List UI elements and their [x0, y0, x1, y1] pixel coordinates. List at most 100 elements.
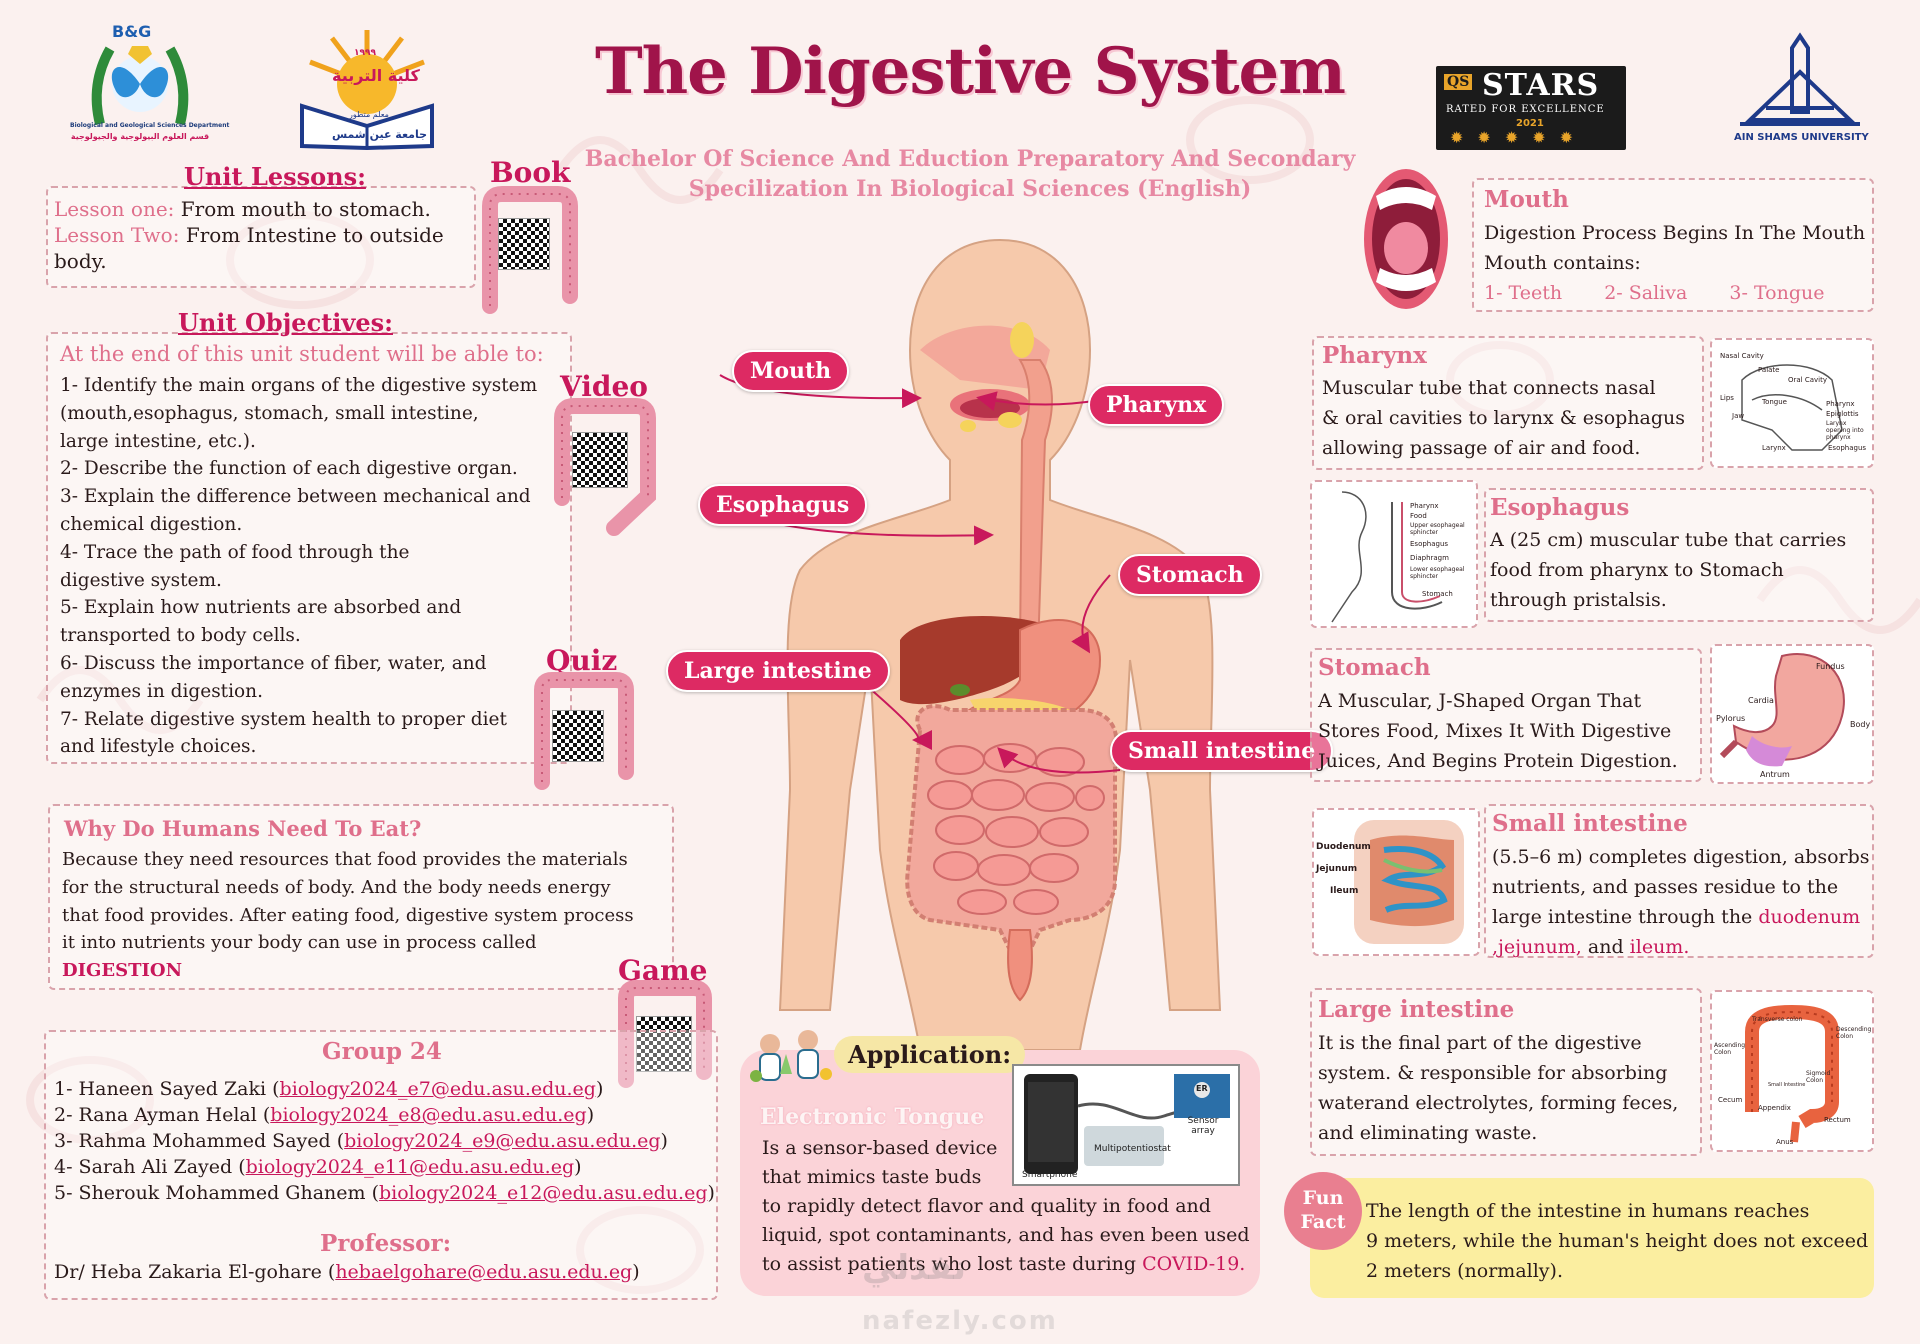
pill-pharynx[interactable]: Pharynx [1088, 384, 1225, 426]
group-heading: Group 24 [322, 1038, 442, 1065]
why-eat-line: it into nutrients your body can use in p… [62, 932, 537, 954]
intestine-frame-book-icon [482, 186, 578, 314]
small-intestine-and: and [1587, 936, 1624, 958]
lesson-list: Lesson one: From mouth to stomach. Lesso… [54, 196, 470, 274]
mouth-heading: Mouth [1484, 186, 1569, 213]
electronic-tongue-title: Electronic Tongue [760, 1104, 985, 1130]
qs-stars-badge: QS STARS RATED FOR EXCELLENCE 2021 ✹✹✹✹✹ [1436, 66, 1626, 150]
member-name: 2- Rana Ayman Helal ( [54, 1104, 271, 1126]
member-name: 4- Sarah Ali Zayed ( [54, 1156, 246, 1178]
ileum-keyword: ileum. [1629, 936, 1690, 958]
pill-mouth[interactable]: Mouth [732, 350, 850, 392]
fun-fact-badge-line-1: Fun [1302, 1187, 1344, 1209]
pharynx-text: Muscular tube that connects nasal & oral… [1322, 373, 1685, 463]
large-intestine-diag-label: Ascending Colon [1714, 1042, 1746, 1056]
scientists-icon [750, 1030, 832, 1082]
video-qr-label: Video [560, 370, 648, 403]
fun-fact-line: 9 meters, while the human's height does … [1366, 1230, 1869, 1252]
professor-name: Dr/ Heba Zakaria El-gohare ( [54, 1261, 336, 1283]
pill-small-intestine[interactable]: Small intestine [1110, 730, 1334, 772]
small-intestine-heading: Small intestine [1492, 810, 1688, 837]
professor-row: Dr/ Heba Zakaria El-gohare (hebaelgohare… [54, 1258, 640, 1286]
member-email-link[interactable]: biology2024_e11@edu.asu.edu.eg [245, 1156, 575, 1178]
mouth-item-teeth: 1- Teeth [1484, 282, 1563, 304]
large-intestine-card [1310, 988, 1702, 1156]
member-email-link[interactable]: biology2024_e7@edu.asu.edu.eg [279, 1078, 596, 1100]
intestine-frame-video-icon [554, 398, 656, 536]
pill-large-intestine[interactable]: Large intestine [666, 650, 890, 692]
stomach-diag-label: Body [1850, 720, 1871, 729]
pharynx-diag-label: Nasal Cavity [1720, 352, 1764, 360]
mouth-item-saliva: 2- Saliva [1604, 282, 1688, 304]
qs-label: QS [1444, 74, 1473, 90]
application-heading: Application: [834, 1036, 1026, 1073]
application-line: to rapidly detect flavor and quality in … [762, 1195, 1211, 1217]
why-eat-card [48, 804, 674, 990]
objective-line: (mouth,esophagus, stomach, small intesti… [60, 402, 479, 424]
why-eat-line: that food provides. After eating food, d… [62, 904, 634, 926]
mouth-illustration [1364, 169, 1448, 309]
video-qr-code[interactable] [572, 432, 628, 488]
qs-stars-row: ✹✹✹✹✹ [1450, 128, 1588, 147]
small-intestine-diag-label: Jejunum [1316, 864, 1358, 874]
pharynx-diag-label: Pharynx [1826, 400, 1855, 408]
lesson-2: Lesson Two: From Intestine to outside bo… [54, 222, 470, 274]
large-intestine-diag-label: Small Intestine [1768, 1082, 1806, 1088]
book-qr-code[interactable] [498, 218, 550, 270]
large-intestine-line: It is the final part of the digestive [1318, 1032, 1642, 1054]
mouth-line-1: Digestion Process Begins In The Mouth [1484, 222, 1866, 244]
fun-fact-line: The length of the intestine in humans re… [1366, 1200, 1810, 1222]
member-close: ) [586, 1104, 595, 1126]
small-intestine-diag-label: Duodenum [1316, 842, 1371, 852]
pharynx-diag-label: Epiglottis [1826, 410, 1859, 418]
member-row: 2- Rana Ayman Helal (biology2024_e8@edu.… [54, 1102, 715, 1128]
member-email-link[interactable]: biology2024_e8@edu.asu.edu.eg [270, 1104, 587, 1126]
stomach-diag-label: Cardia [1748, 696, 1774, 705]
pharynx-diag-label: Jaw [1732, 412, 1745, 420]
large-intestine-diag-label: Sigmoid Colon [1806, 1070, 1831, 1084]
quiz-qr-label: Quiz [546, 644, 618, 677]
esophagus-diag-label: Diaphragm [1410, 554, 1449, 562]
pill-esophagus[interactable]: Esophagus [698, 484, 868, 526]
watermark-ar: نفذلي [862, 1248, 967, 1288]
mouth-text: Digestion Process Begins In The Mouth Mo… [1484, 218, 1865, 308]
lesson-1-label: Lesson one: [54, 197, 175, 221]
member-close: ) [595, 1078, 604, 1100]
bg-logo-letters: B&G [112, 22, 152, 41]
professor-email-link[interactable]: hebaelgohare@edu.asu.edu.eg [335, 1261, 633, 1283]
game-qr-code[interactable] [636, 1016, 692, 1072]
esophagus-line: A (25 cm) muscular tube that carries [1490, 529, 1847, 551]
mouth-card [1472, 178, 1874, 312]
jejunum-keyword: ,jejunum, [1492, 936, 1582, 958]
application-line: liquid, spot contaminants, and has even … [762, 1224, 1250, 1246]
application-line: that mimics taste buds [762, 1166, 982, 1188]
faculty-sub-ar: معلم متطور [349, 110, 389, 119]
mouth-items: 1- Teeth 2- Saliva 3- Tongue [1484, 278, 1865, 308]
esophagus-line: food from pharynx to Stomach [1490, 559, 1784, 581]
pharynx-card [1312, 336, 1704, 470]
member-email-link[interactable]: biology2024_e12@edu.asu.edu.eg [379, 1182, 708, 1204]
member-email-link[interactable]: biology2024_e9@edu.asu.edu.eg [344, 1130, 661, 1152]
objective-line: chemical digestion. [60, 513, 243, 535]
small-intestine-diag-label: Ileum [1330, 886, 1359, 896]
esophagus-diag-label: Pharynx [1410, 502, 1439, 510]
member-row: 5- Sherouk Mohammed Ghanem (biology2024_… [54, 1180, 715, 1206]
unit-lessons-heading: Unit Lessons: [184, 162, 366, 191]
objective-line: 4- Trace the path of food through the [60, 541, 410, 563]
fun-fact-badge: Fun Fact [1284, 1172, 1362, 1250]
esophagus-diag-label: Upper esophageal sphincter [1410, 522, 1465, 536]
large-intestine-diag-label: Transverse colon [1752, 1016, 1803, 1023]
bg-logo-caption-ar: قسم العلوم البيولوجية والجيولوجية [70, 132, 210, 141]
small-intestine-line: (5.5–6 m) completes digestion, absorbs [1492, 846, 1870, 868]
objective-line: digestive system. [60, 569, 222, 591]
page-title: The Digestive System [595, 34, 1346, 109]
qs-year: 2021 [1516, 118, 1544, 129]
pharynx-line: & oral cavities to larynx & esophagus [1322, 407, 1686, 429]
pharynx-diag-label: Esophagus [1828, 444, 1867, 452]
quiz-qr-code[interactable] [552, 710, 604, 762]
sensor-array-label: Sensor array [1187, 1116, 1219, 1136]
esophagus-text: A (25 cm) muscular tube that carries foo… [1490, 525, 1846, 615]
lesson-1: Lesson one: From mouth to stomach. [54, 196, 470, 222]
pill-stomach[interactable]: Stomach [1118, 554, 1262, 596]
large-intestine-diag-label: Cecum [1718, 1096, 1743, 1104]
